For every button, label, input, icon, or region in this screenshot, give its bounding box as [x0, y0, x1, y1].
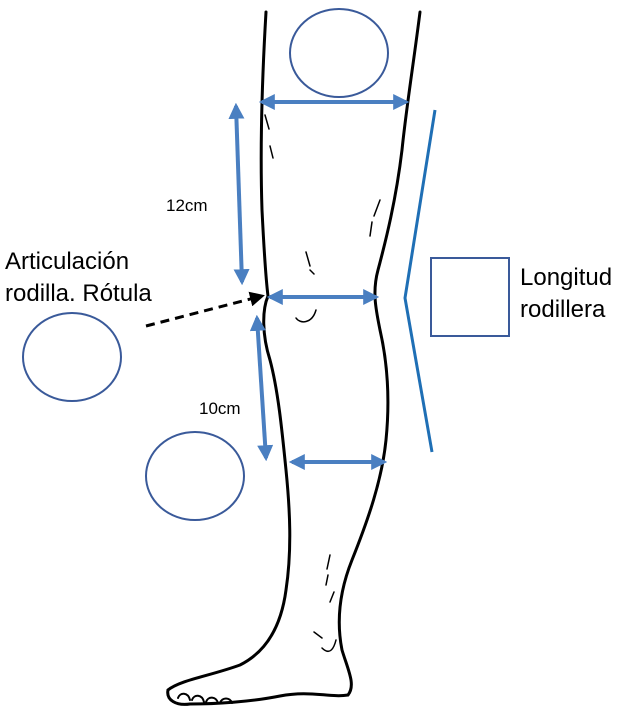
lower-circumference-ellipse[interactable]: [146, 432, 244, 520]
knee-circumference-ellipse[interactable]: [23, 313, 121, 401]
upper-distance-arrow: [236, 106, 242, 282]
leg-left-contour: [168, 12, 290, 690]
leg-detail-lines: [265, 115, 380, 651]
brace-length-label: Longitud rodillera: [520, 262, 612, 326]
brace-length-box[interactable]: [431, 258, 509, 336]
knee-joint-label: Articulación rodilla. Rótula: [5, 246, 152, 310]
knee-joint-label-line2: rodilla. Rótula: [5, 278, 152, 310]
knee-joint-label-line1: Articulación: [5, 246, 152, 278]
upper-distance-label: 12cm: [166, 195, 208, 217]
knee-joint-pointer: [146, 296, 262, 326]
brace-length-label-line2: rodillera: [520, 294, 612, 326]
leg-right-contour: [339, 12, 420, 695]
lower-distance-label: 10cm: [199, 398, 241, 420]
upper-circumference-ellipse[interactable]: [290, 9, 388, 97]
brace-length-label-line1: Longitud: [520, 262, 612, 294]
leg-outline: [168, 12, 420, 704]
